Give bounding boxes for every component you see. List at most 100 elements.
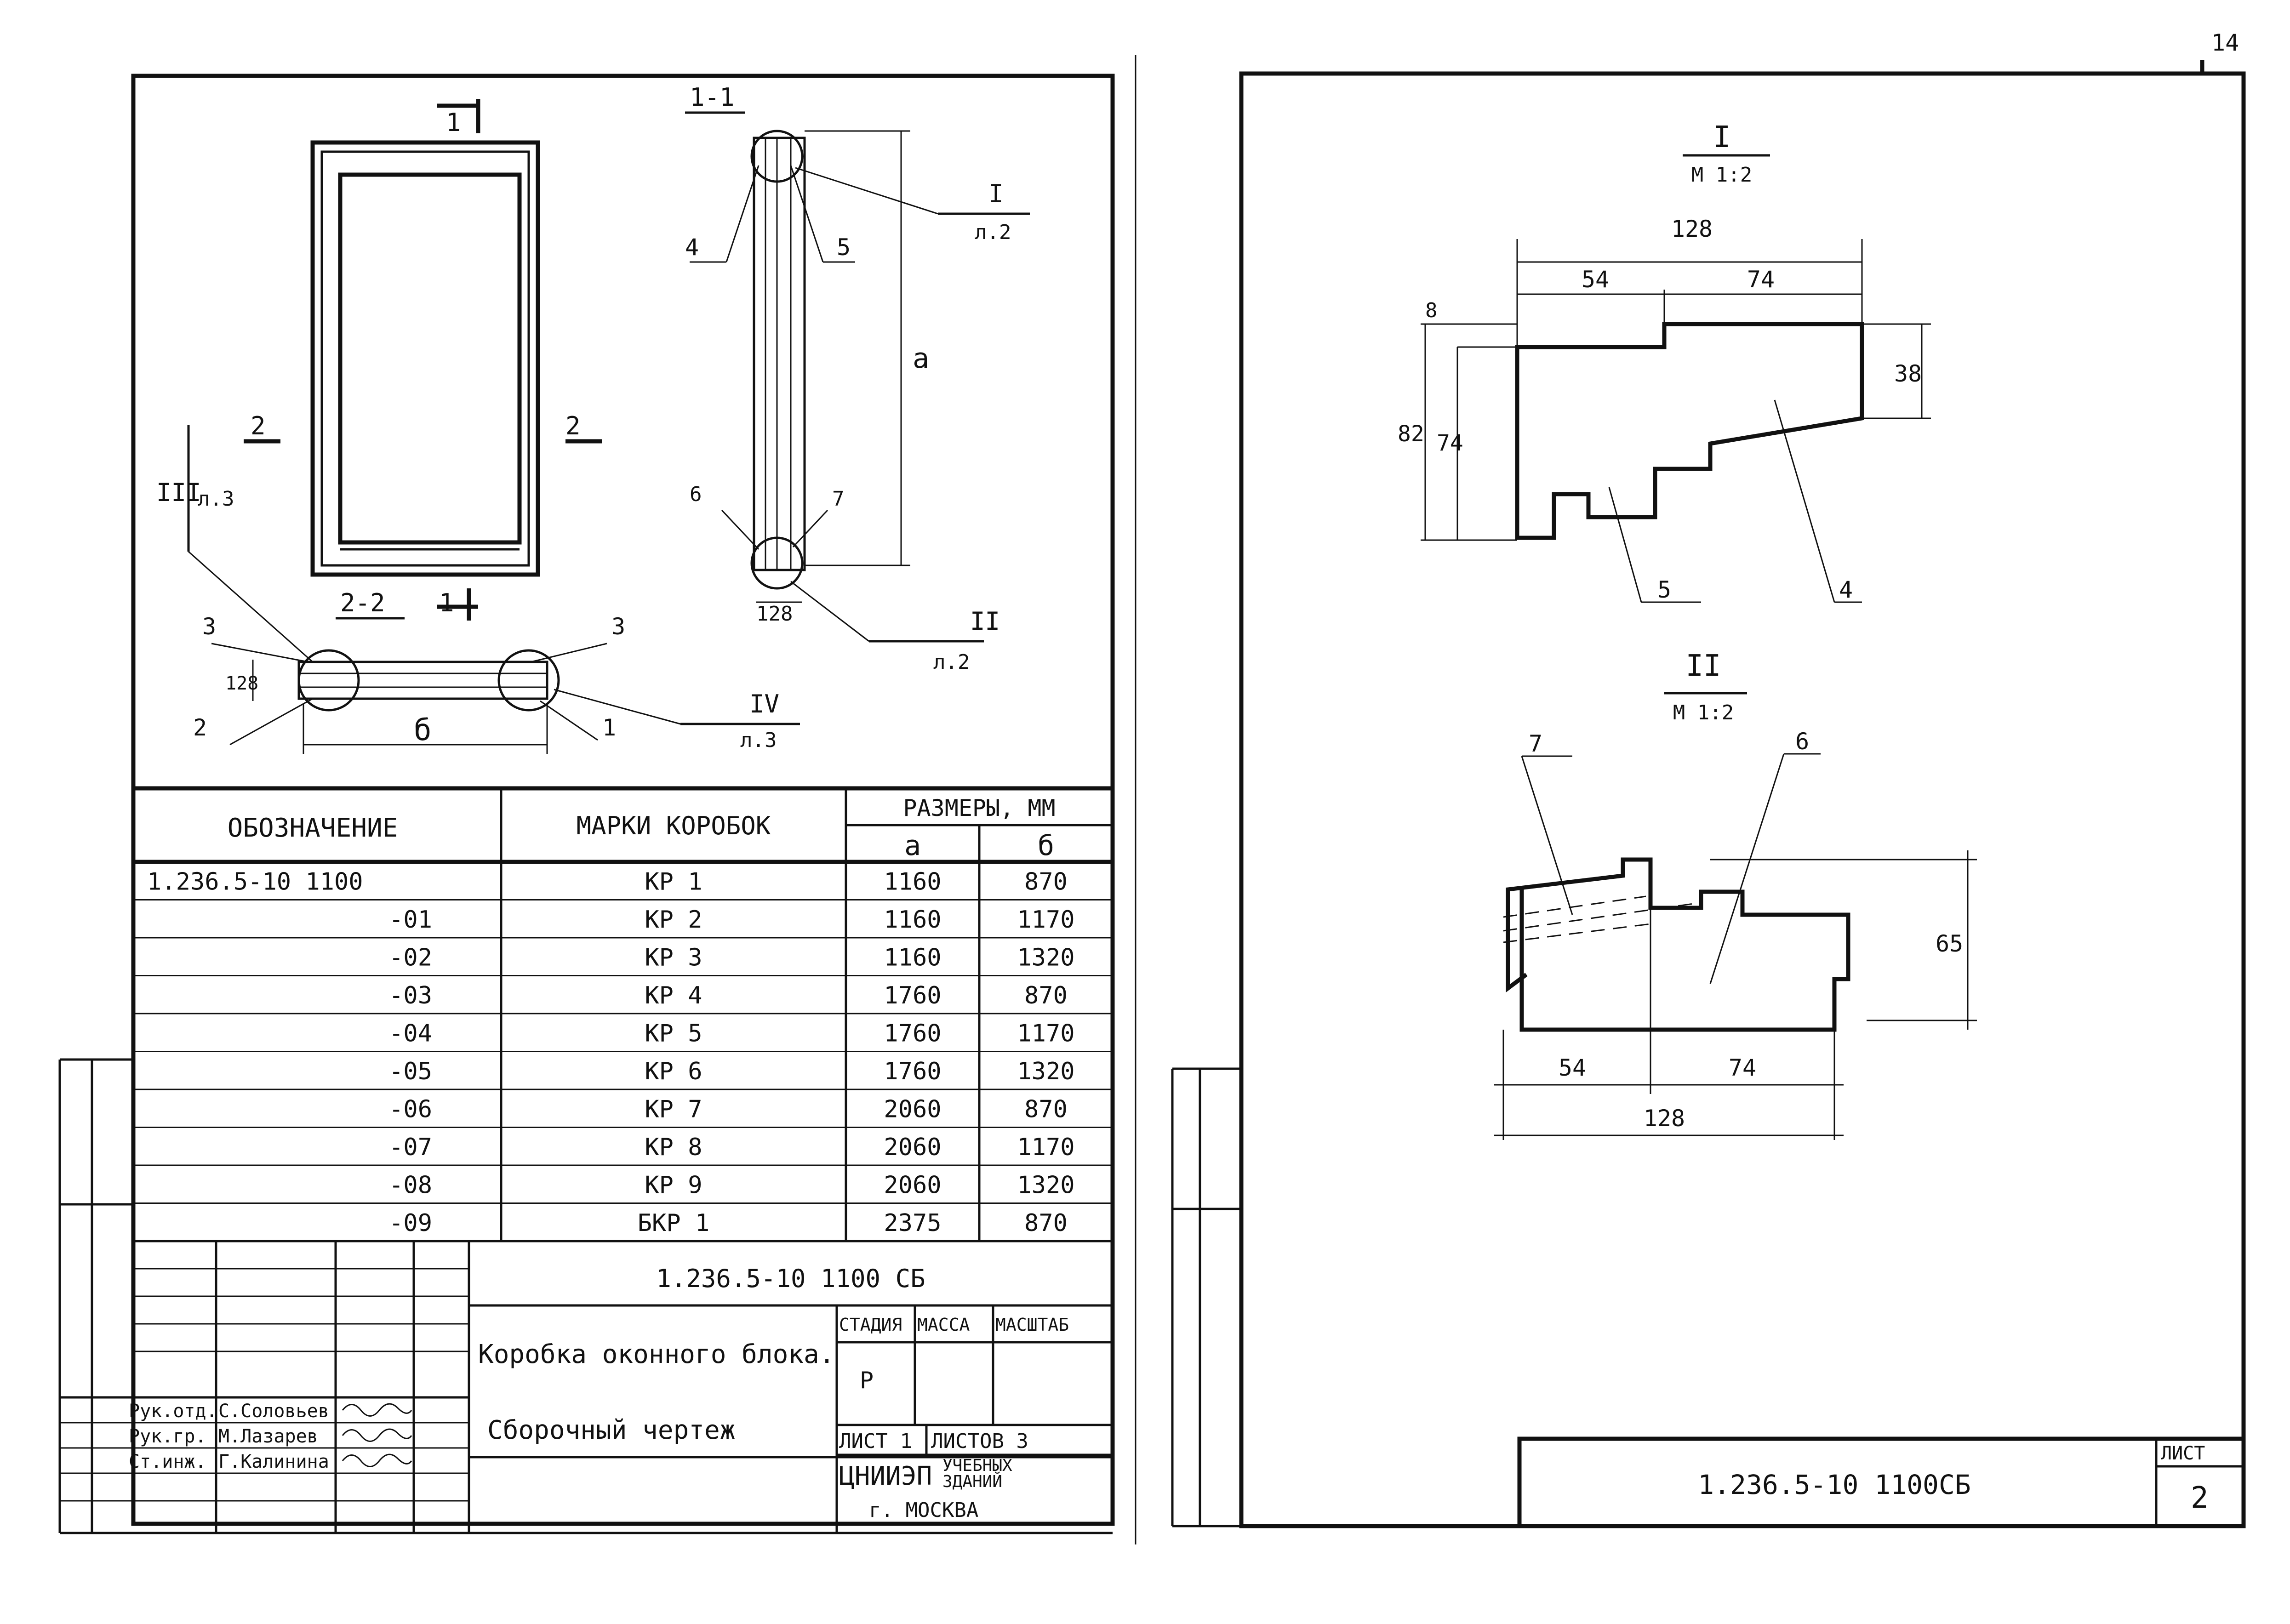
size-b-cell: 1170 bbox=[1017, 1134, 1074, 1161]
detail-I-pos-5: 5 bbox=[1657, 576, 1671, 603]
signer-role: Ст.инж. bbox=[129, 1451, 206, 1472]
mark-cell: КР 4 bbox=[645, 982, 702, 1009]
page-number: 14 bbox=[2211, 29, 2239, 56]
right-sheet-number: 2 bbox=[2191, 1481, 2209, 1515]
designation-cell: -02 bbox=[389, 944, 432, 972]
callout-I-label: I bbox=[988, 179, 1004, 208]
callout-I-ref: л.2 bbox=[975, 221, 1011, 244]
dim-128-vert: 128 bbox=[225, 673, 258, 694]
size-a-cell: 2375 bbox=[884, 1209, 941, 1237]
section-mark-1-top: 1 bbox=[446, 108, 461, 137]
callout-III-label: III bbox=[156, 478, 201, 507]
detail-I-pos-4: 4 bbox=[1839, 576, 1853, 603]
mass-label: МАССА bbox=[917, 1315, 970, 1335]
detail-II: II М 1:2 54 74 128 65 7 6 bbox=[1494, 649, 1977, 1140]
detail-II-pos-6: 6 bbox=[1795, 728, 1809, 755]
size-b-cell: 1170 bbox=[1017, 906, 1074, 934]
detail-II-profile bbox=[1506, 857, 1850, 1032]
mark-cell: КР 9 bbox=[645, 1172, 702, 1199]
specification-table: ОБОЗНАЧЕНИЕ МАРКИ КОРОБОК РАЗМЕРЫ, ММ а … bbox=[133, 788, 1113, 1242]
detail-II-title: II bbox=[1685, 649, 1721, 683]
callout-circle-II bbox=[750, 536, 804, 590]
pos-7-label: 7 bbox=[832, 487, 845, 511]
size-a-cell: 1160 bbox=[884, 906, 941, 934]
callout-IV-ref: л.3 bbox=[740, 729, 777, 752]
size-a-cell: 1760 bbox=[884, 982, 941, 1009]
size-b-cell: 1170 bbox=[1017, 1020, 1074, 1048]
designation-cell: -05 bbox=[389, 1058, 432, 1085]
org-sub2: ЗДАНИЙ bbox=[942, 1472, 1002, 1491]
size-a-cell: 1760 bbox=[884, 1058, 941, 1085]
right-sheet-label: ЛИСТ bbox=[2161, 1443, 2205, 1464]
size-a-cell: 2060 bbox=[884, 1172, 941, 1199]
section-1-1-label: 1-1 bbox=[690, 83, 735, 112]
signer-role: Рук.гр. bbox=[129, 1426, 206, 1447]
signer-name: С.Соловьев bbox=[218, 1401, 329, 1422]
callout-II-label: II bbox=[970, 607, 1000, 636]
right-sheet-border bbox=[1239, 71, 2246, 1528]
right-document-code: 1.236.5-10 1100СБ bbox=[1698, 1469, 1971, 1500]
designation-cell: 1.236.5-10 1100 bbox=[147, 868, 363, 896]
front-view: 1 1 2 2 bbox=[244, 99, 602, 621]
pos-1-label: 1 bbox=[602, 714, 616, 741]
mark-cell: КР 2 bbox=[645, 906, 702, 934]
size-b-cell: 870 bbox=[1024, 1096, 1068, 1123]
org-name: ЦНИИЭП bbox=[839, 1461, 932, 1491]
detail-I-dim-54: 54 bbox=[1582, 266, 1609, 293]
designation-cell: -09 bbox=[389, 1209, 432, 1237]
mark-cell: КР 8 bbox=[645, 1134, 702, 1161]
dim-a-label: а bbox=[913, 342, 929, 375]
size-b-cell: 870 bbox=[1024, 982, 1068, 1009]
designation-cell: -04 bbox=[389, 1020, 432, 1048]
org-sub1: УЧЕБНЫХ bbox=[942, 1456, 1012, 1475]
detail-I: I М 1:2 128 54 74 82 74 8 38 5 4 bbox=[1398, 120, 1931, 603]
size-b-cell: 1320 bbox=[1017, 944, 1074, 972]
detail-I-scale: М 1:2 bbox=[1691, 163, 1752, 187]
signature-mark bbox=[342, 1403, 412, 1417]
signature-mark bbox=[342, 1428, 412, 1442]
col-b-header: б bbox=[1038, 830, 1054, 862]
stage-label: СТАДИЯ bbox=[839, 1315, 902, 1335]
detail-II-dim-74: 74 bbox=[1729, 1054, 1756, 1081]
detail-II-scale: М 1:2 bbox=[1673, 701, 1734, 724]
detail-I-dim-128: 128 bbox=[1671, 216, 1713, 242]
mark-cell: КР 1 bbox=[645, 868, 702, 896]
section-1-1: 1-1 а 128 I л.2 II л.2 4 5 6 7 bbox=[685, 83, 1030, 674]
pos-6-label: 6 bbox=[690, 483, 702, 506]
col-marks-header: МАРКИ КОРОБОК bbox=[577, 811, 771, 840]
detail-II-dim-54: 54 bbox=[1559, 1054, 1586, 1081]
left-sheet bbox=[58, 55, 1136, 1544]
size-a-cell: 1160 bbox=[884, 944, 941, 972]
size-a-cell: 1760 bbox=[884, 1020, 941, 1048]
callout-IV-label: IV bbox=[749, 689, 779, 718]
size-a-cell: 2060 bbox=[884, 1134, 941, 1161]
mark-cell: КР 6 bbox=[645, 1058, 702, 1085]
signer-name: М.Лазарев bbox=[218, 1426, 318, 1447]
mark-cell: КР 7 bbox=[645, 1096, 702, 1123]
sheet-label: ЛИСТ 1 bbox=[839, 1430, 912, 1453]
pos-4-label: 4 bbox=[685, 234, 699, 261]
size-b-cell: 870 bbox=[1024, 1209, 1068, 1237]
detail-I-title: I bbox=[1713, 120, 1731, 154]
designation-cell: -08 bbox=[389, 1172, 432, 1199]
callout-II-ref: л.2 bbox=[933, 650, 970, 674]
size-b-cell: 1320 bbox=[1017, 1172, 1074, 1199]
size-a-cell: 1160 bbox=[884, 868, 941, 896]
detail-I-dim-38: 38 bbox=[1894, 360, 1922, 387]
section-2-2-label: 2-2 bbox=[340, 588, 385, 617]
detail-I-dim-74: 74 bbox=[1747, 266, 1775, 293]
signers: Рук.отд.С.СоловьевРук.гр.М.ЛазаревСт.инж… bbox=[129, 1401, 412, 1472]
drawing-name-line1: Коробка оконного блока. bbox=[478, 1339, 834, 1369]
designation-cell: -06 bbox=[389, 1096, 432, 1123]
dim-128-label: 128 bbox=[756, 602, 793, 626]
scale-label: МАСШТАБ bbox=[995, 1315, 1069, 1335]
detail-I-profile bbox=[1515, 322, 1864, 540]
sheets-total-label: ЛИСТОВ 3 bbox=[931, 1430, 1028, 1453]
mark-cell: БКР 1 bbox=[638, 1209, 710, 1237]
left-title-block: 1.236.5-10 1100 СБ Коробка оконного блок… bbox=[60, 1241, 1113, 1533]
pos-3-left: 3 bbox=[202, 613, 216, 640]
mark-cell: КР 5 bbox=[645, 1020, 702, 1048]
detail-II-pos-7: 7 bbox=[1529, 730, 1542, 757]
